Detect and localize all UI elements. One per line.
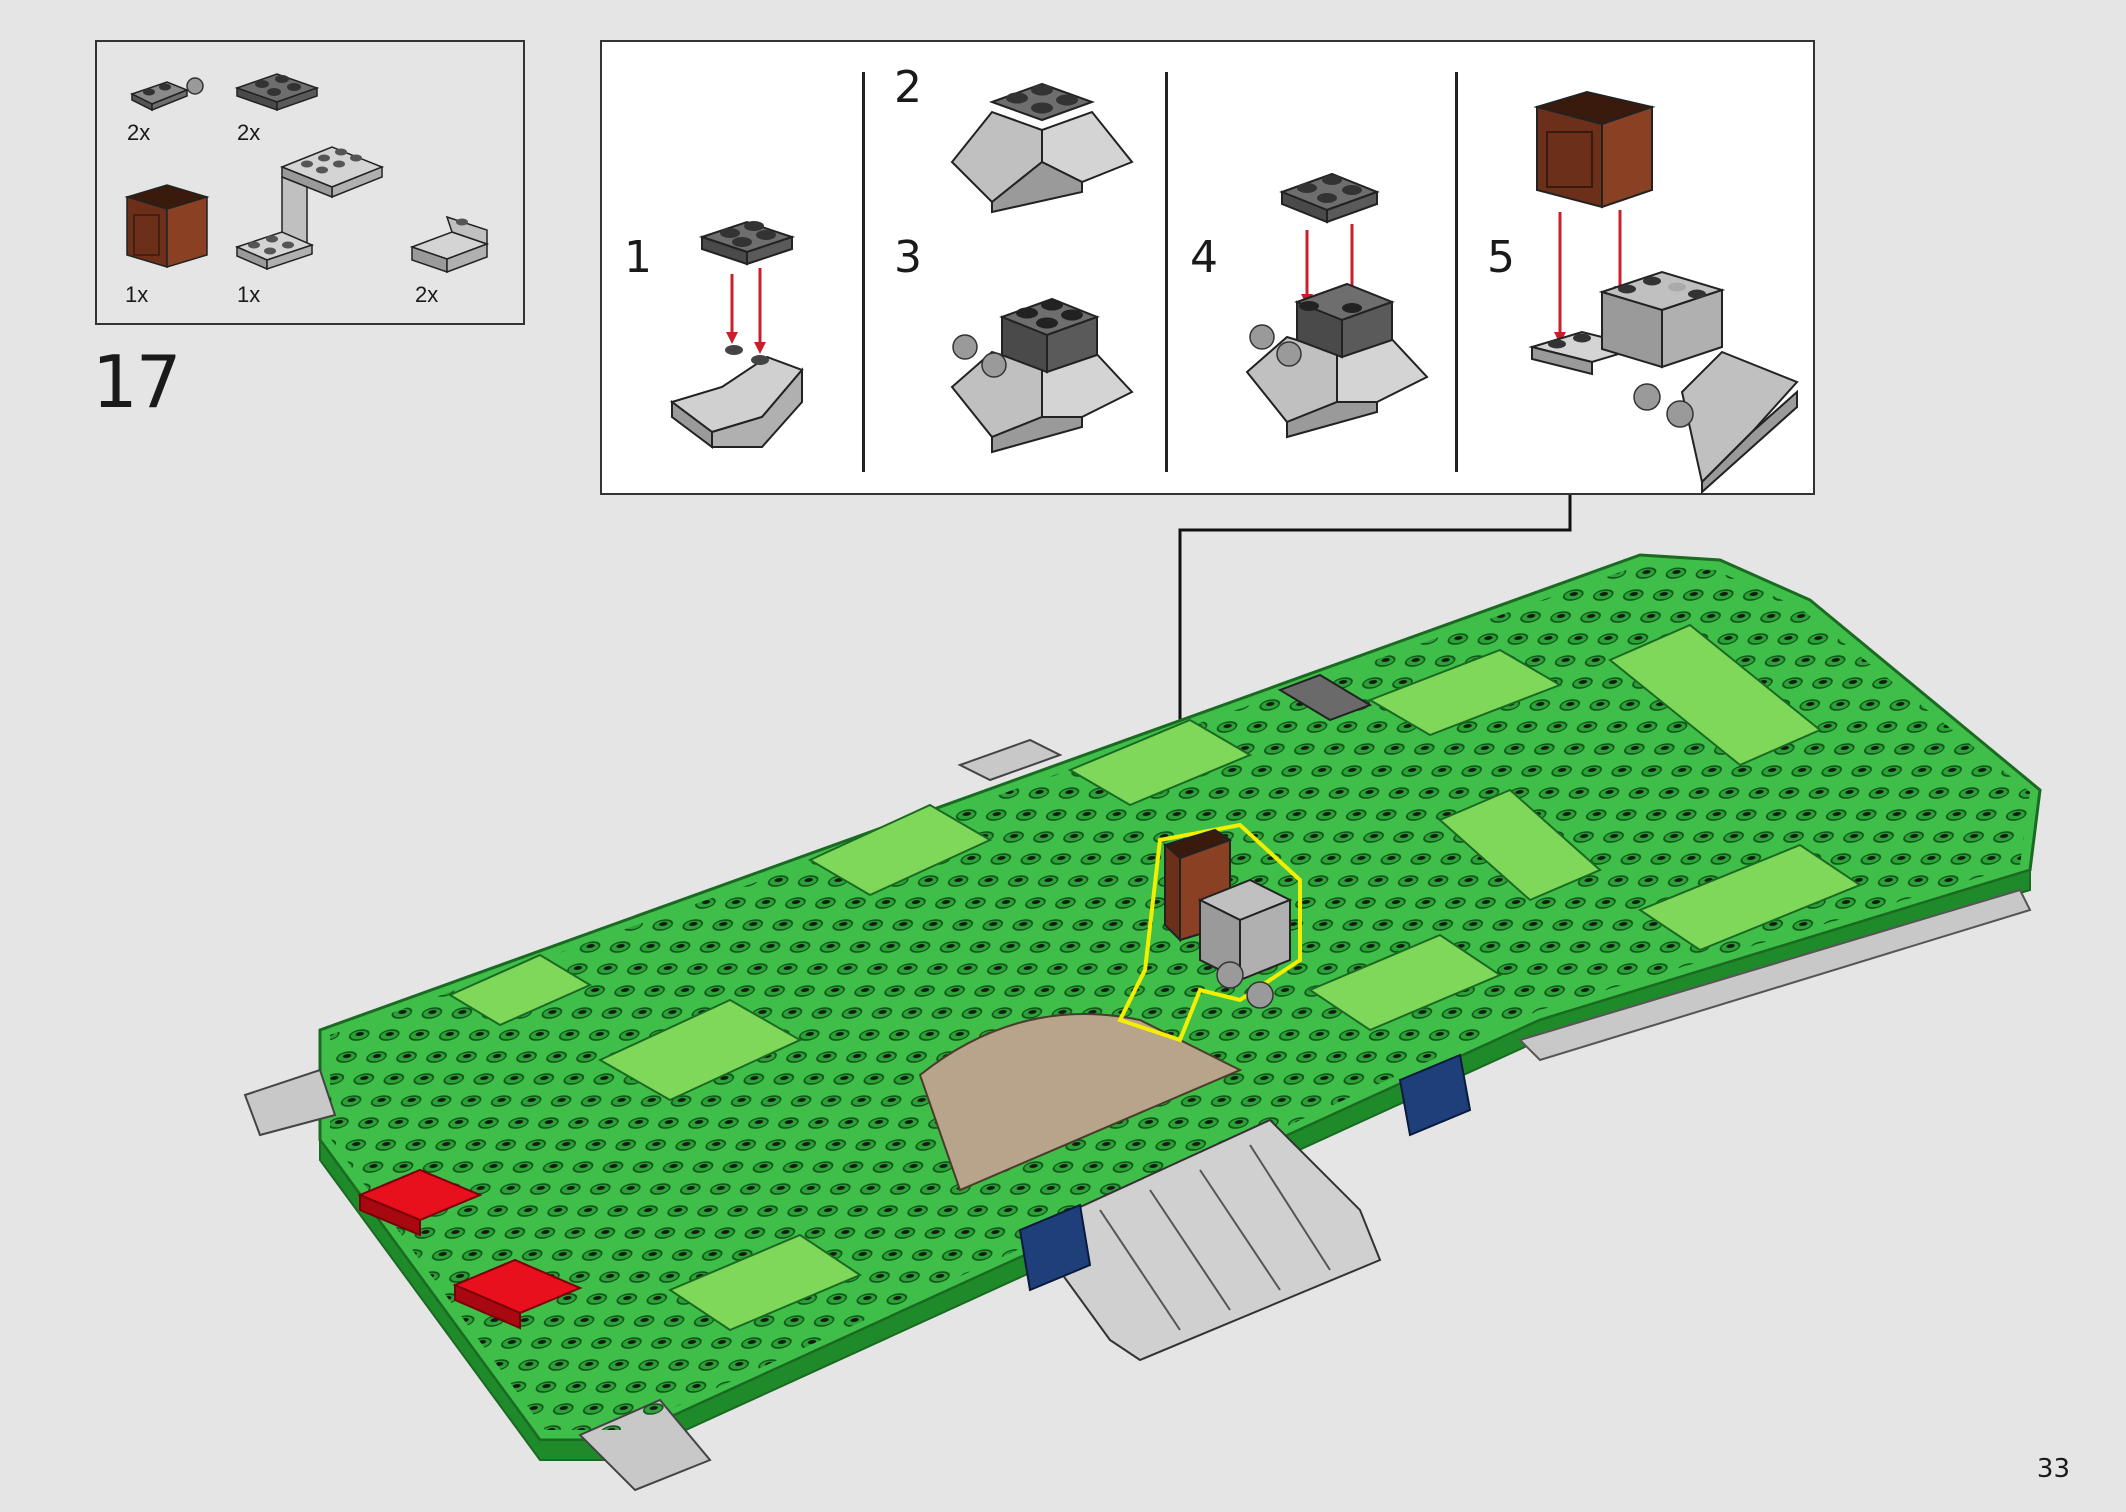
part-qty: 1x [125, 282, 149, 307]
substep-number: 1 [624, 232, 652, 283]
page-number: 33 [2036, 1454, 2070, 1484]
substep-4-illustration [1245, 172, 1429, 439]
substep-3-illustration [950, 297, 1134, 454]
step-number: 17 [92, 340, 182, 424]
substep-number: 4 [1190, 232, 1218, 283]
substep-2-illustration [950, 82, 1134, 214]
plate-with-ball-icon [130, 77, 204, 112]
main-assembly-illustration [243, 553, 2042, 1492]
substep-divider [1165, 72, 1168, 472]
container-box-icon [124, 184, 210, 269]
substep-divider [862, 72, 865, 472]
part-qty: 2x [127, 120, 151, 145]
slope-brick-icon [409, 215, 490, 274]
substep-divider [1455, 72, 1458, 472]
substep-number: 5 [1487, 232, 1515, 283]
part-qty: 2x [415, 282, 439, 307]
plate-2x2-icon [234, 73, 320, 112]
substep-1-illustration [669, 220, 804, 449]
substep-5-illustration [1528, 90, 1799, 495]
parts-list-box: 2x 2x 1x 1x [95, 40, 525, 325]
substep-number: 2 [894, 62, 922, 113]
bracket-icon [234, 146, 385, 271]
substeps-box: 1 2 3 4 5 [600, 40, 1815, 495]
substep-number: 3 [894, 232, 922, 283]
part-qty: 2x [237, 120, 261, 145]
part-qty: 1x [237, 282, 261, 307]
